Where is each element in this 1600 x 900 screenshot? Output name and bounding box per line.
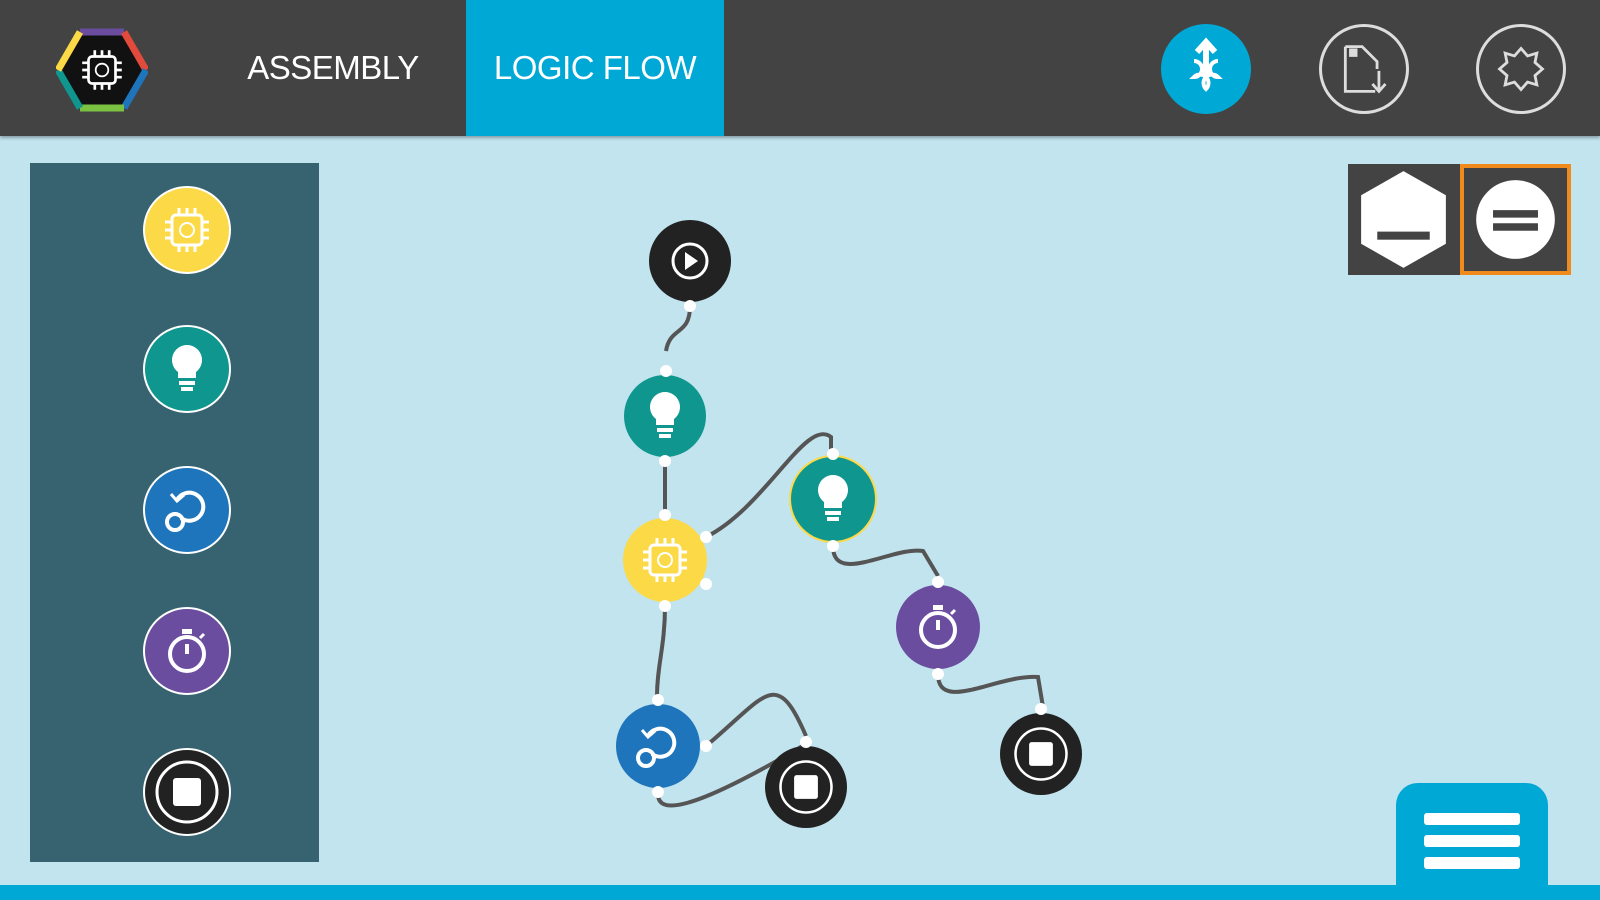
flow-node-stop[interactable] xyxy=(765,746,847,828)
palette-loop-block[interactable] xyxy=(142,465,232,555)
flow-node-timer[interactable] xyxy=(896,585,980,669)
hamburger-line xyxy=(1424,835,1520,847)
connection xyxy=(936,673,1045,708)
tab-assembly[interactable]: ASSEMBLY xyxy=(247,49,419,86)
flow-node-processor[interactable] xyxy=(623,518,707,602)
connection xyxy=(655,605,667,697)
logic-flow-canvas[interactable] xyxy=(0,136,1600,885)
flow-node-loop[interactable] xyxy=(616,704,700,788)
connections xyxy=(655,305,1045,808)
upload-button[interactable] xyxy=(1161,24,1251,114)
hamburger-icon xyxy=(1424,813,1520,825)
view-toggle xyxy=(1348,164,1571,275)
connection xyxy=(705,432,833,539)
block-palette xyxy=(30,163,319,862)
hex-view-button[interactable] xyxy=(1348,164,1459,275)
connection-ports[interactable] xyxy=(652,300,1047,798)
menu-button[interactable] xyxy=(1396,783,1548,900)
hamburger-line xyxy=(1424,857,1520,869)
top-bar: ASSEMBLY LOGIC FLOW xyxy=(0,0,1600,136)
connection xyxy=(831,545,940,578)
circle-view-button[interactable] xyxy=(1460,164,1571,275)
gear-icon xyxy=(1497,46,1545,92)
palette-processor-block[interactable] xyxy=(142,185,232,275)
palette-stop-block[interactable] xyxy=(142,747,232,837)
palette-timer-block[interactable] xyxy=(142,606,232,696)
tab-logic-flow[interactable]: LOGIC FLOW xyxy=(466,0,724,136)
save-icon xyxy=(1343,45,1387,94)
flow-node-start[interactable] xyxy=(649,220,731,302)
flow-node-light[interactable] xyxy=(624,375,706,457)
upload-gear-icon xyxy=(1189,37,1223,92)
app-logo-icon xyxy=(56,28,148,112)
bottom-bar xyxy=(0,885,1600,900)
settings-button[interactable] xyxy=(1476,24,1566,114)
save-button[interactable] xyxy=(1319,24,1409,114)
connection xyxy=(656,742,808,808)
connection xyxy=(704,692,808,748)
flow-node-light-selected[interactable] xyxy=(789,455,877,543)
flow-node-stop[interactable] xyxy=(1000,713,1082,795)
connection xyxy=(664,305,692,352)
palette-light-block[interactable] xyxy=(142,324,232,414)
